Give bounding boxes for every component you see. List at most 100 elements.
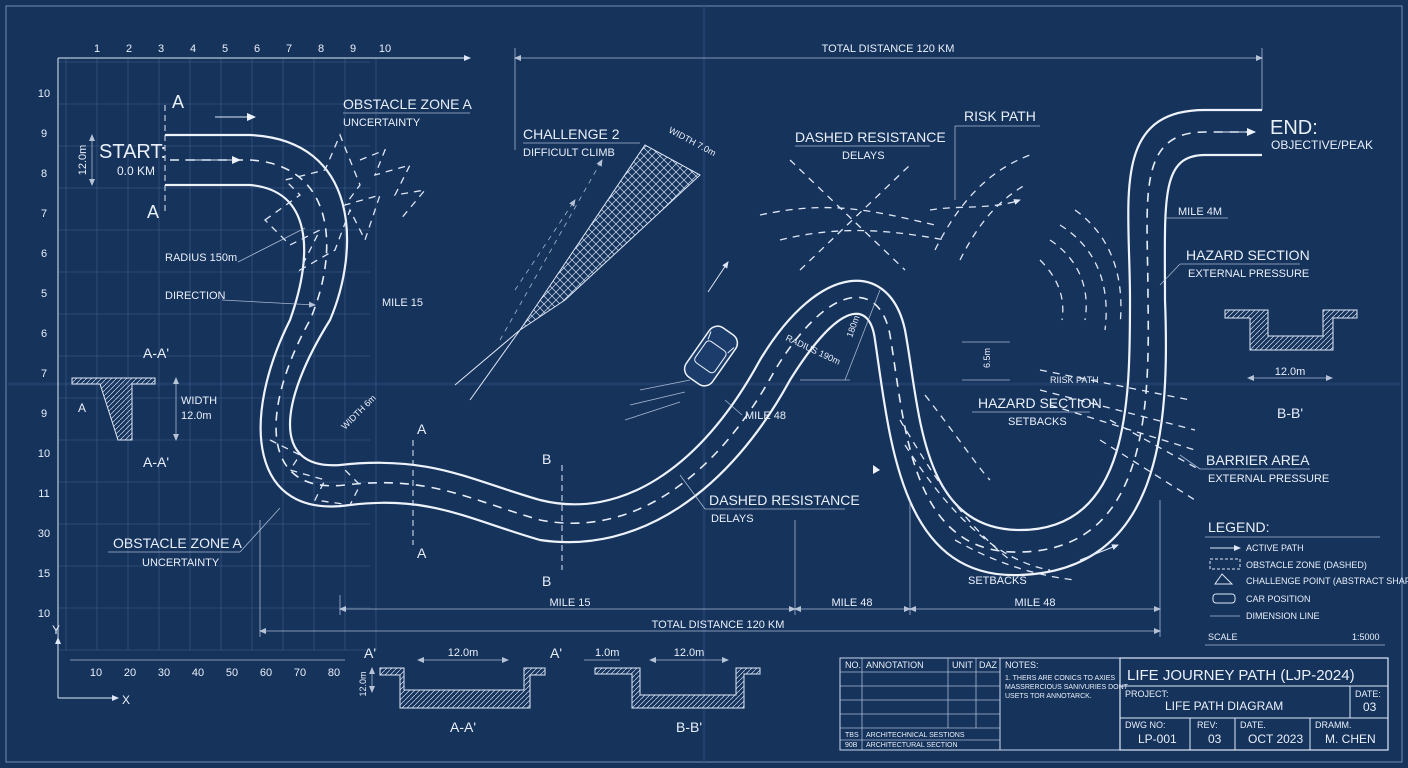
notes-col-unit: UNIT [952,660,973,670]
date2-value: OCT 2023 [1248,732,1303,746]
dashed-top-sub: DELAYS [842,150,885,162]
mile48-leader [724,399,743,416]
radius-leader [237,227,306,263]
drawn-value: M. CHEN [1325,732,1376,746]
project-value: LIFE PATH DIAGRAM [1165,699,1283,713]
hazard-mid-sub: SETBACKS [1008,416,1067,428]
mile4m-label: MILE 4M [1178,206,1222,218]
notes-row2-text: ARCHITECTURAL SECTION [866,742,958,749]
grid-top-number: 4 [190,43,196,55]
dim-side-label: 6.5m [982,348,992,368]
resistance-top-lines [759,159,946,271]
direction-leader [221,299,316,308]
challenge-sub: DIFFICULT CLIMB [523,147,615,159]
start-label: START: [99,141,166,163]
bottom-a-left: A' [364,645,376,661]
legend-item-obstacle: OBSTACLE ZONE (DASHED) [1246,560,1367,570]
car-legend-icon [1212,593,1236,604]
direction-label: DIRECTION [165,290,226,302]
total-distance-top: TOTAL DISTANCE 120 KM [822,43,955,55]
hazard-mid-label: HAZARD SECTION [978,395,1102,411]
cut-a-top: A [417,421,427,437]
section-aa-label: A-A' [143,454,169,470]
scale-value: 1:5000 [1352,632,1380,642]
road-edge-inner [165,153,1262,577]
section-bb-right-width: 12.0m [1275,366,1306,378]
drawn-label: DRAMM. [1315,720,1352,730]
start-km: 0.0 KM [117,164,155,178]
challenge-label: CHALLENGE 2 [523,126,620,142]
notes-body-2: MASSRERCIOUS SANIVURIES DONT [1005,684,1129,691]
grid-top-number: 1 [94,43,100,55]
date-value: 03 [1363,700,1377,714]
grid-left-number: 6 [41,328,47,340]
end-sub: OBJECTIVE/PEAK [1271,138,1373,152]
setbacks-arrow [1079,544,1119,561]
grid-left-number: 7 [41,208,47,220]
obstacle-zone-top-jag [359,148,427,221]
section-a-top-label: A [172,92,184,112]
grid-top-number: 5 [222,43,228,55]
risk-path-small: RIISK PATH [1050,375,1099,385]
grid-bottom-number: 40 [192,667,204,679]
climb-arrow-2 [514,199,576,291]
setbacks-label: SETBACKS [968,575,1027,587]
section-aa-width: WIDTH [181,395,217,407]
dwg-label: DWG NO: [1125,720,1166,730]
hazard-right-leader [1159,263,1181,286]
rev-label: REV: [1197,720,1218,730]
dashed-mid-sub: DELAYS [711,513,754,525]
dashed-mid-leader [679,474,706,510]
grid-left-number: 5 [41,288,47,300]
barrier-leader [1179,454,1201,470]
bottom-section-bb-profile [594,667,761,709]
section-aa-a: A [78,401,86,415]
grid-top-number: 6 [254,43,260,55]
risk-lines-right [1039,369,1196,451]
hazard-right-sub: EXTERNAL PRESSURE [1188,268,1309,280]
dim-mile15: MILE 15 [550,597,591,609]
grid-left-number: 10 [38,448,50,460]
grid-bottom-number: 30 [158,667,170,679]
scale-label: SCALE [1208,632,1238,642]
notes-row2-no: 90B [845,742,858,749]
section-aa-title: A-A' [143,345,169,361]
section-bb-right-name: B-B' [1277,405,1303,421]
cut-a-bottom: A [417,545,427,561]
notes-col-annotation: ANNOTATION [866,660,924,670]
legend-item-active-path: ACTIVE PATH [1246,543,1304,553]
bottom-section-aa-profile [379,667,546,709]
grid-left-number: 8 [41,168,47,180]
road-centerline [170,131,1255,553]
grid-bottom-number: 80 [328,667,340,679]
axis-x-label: X [122,693,130,707]
bottom-section-aa-width: 12.0m [448,647,479,659]
bottom-a-right: A' [550,645,562,661]
notes-row1-text: ARCHITECHNICAL SESTIONS [866,732,965,739]
mile48-label: MILE 48 [745,410,786,422]
bottom-section-aa-depth: 12.0m [358,671,368,696]
grid-bottom-number: 20 [124,667,136,679]
car-icon [683,325,739,387]
grid-bottom-number: 70 [294,667,306,679]
dashed-box-icon [1209,558,1241,570]
grid-left-number: 30 [38,528,50,540]
cut-b-bottom: B [542,573,551,589]
car-direction-arrow [707,261,729,293]
grid-left-number: 10 [38,608,50,620]
grid-top-number: 3 [158,43,164,55]
abstract-shape-icon [1214,573,1234,585]
challenge-climb-shape [519,144,701,331]
grid-top-number: 8 [318,43,324,55]
total-distance-bottom: TOTAL DISTANCE 120 KM [652,619,785,631]
notes-col-date: DAZ [979,660,998,670]
bottom-section-aa-name: A-A' [450,719,476,735]
grid-bottom-number: 60 [260,667,272,679]
end-label: END: [1270,117,1318,139]
notes-title: NOTES: [1005,660,1039,670]
dim-mile48b: MILE 48 [1015,597,1056,609]
